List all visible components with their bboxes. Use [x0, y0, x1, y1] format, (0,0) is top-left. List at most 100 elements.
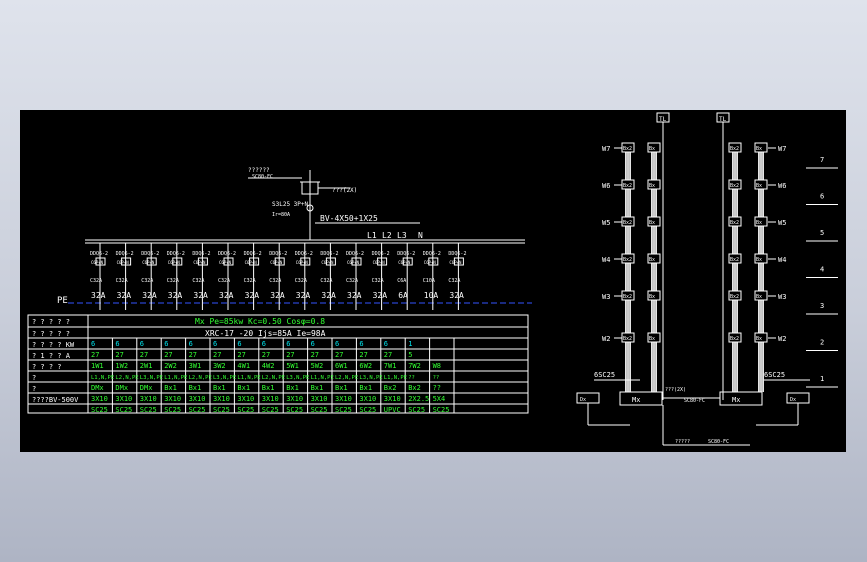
table-cell-kw: 6	[237, 340, 241, 348]
breaker-box	[172, 257, 183, 266]
floor-box-label: Bx2	[730, 220, 739, 226]
table-cell-loop: 7W1	[384, 362, 397, 370]
breaker-box	[428, 257, 439, 266]
mid-label: ???(2X)	[665, 387, 686, 393]
floor-box-label: Bx	[756, 294, 762, 300]
phase-label-l2: L2	[382, 231, 392, 240]
outgoing-model: C32A	[372, 278, 384, 284]
table-cell-wire: 3X10	[140, 395, 157, 403]
table-cell-phase: L2,N,PE	[115, 375, 138, 381]
table-cell-box: Bx1	[359, 384, 372, 392]
breaker-sub: C6P+N	[142, 260, 155, 265]
outgoing-model: C32A	[218, 278, 230, 284]
breaker-sub: C6P+N	[321, 260, 334, 265]
side-box-left-label: Dx	[580, 397, 586, 403]
outgoing-model: C32A	[320, 278, 332, 284]
breaker-model: DDQ6-2	[192, 251, 210, 257]
table-cell-phase: ??	[408, 375, 415, 381]
breaker-model: DDQ6-2	[397, 251, 415, 257]
table-cell-wire: 3X10	[91, 395, 108, 403]
table-cell-loop: 3W1	[189, 362, 202, 370]
outgoing-model: C32A	[116, 278, 128, 284]
table-cell-wire: 3X10	[262, 395, 279, 403]
riser-top-label: TL	[719, 116, 727, 123]
table-cell-phase: L1,N,PE	[311, 375, 334, 381]
table-cell-pipe: SC25	[115, 406, 132, 414]
meter-label: ??????	[248, 167, 270, 174]
outgoing-rating: 32A	[245, 291, 260, 300]
floor-number: 3	[820, 302, 824, 310]
outgoing-rating: 32A	[117, 291, 132, 300]
mx-box-left	[619, 391, 663, 406]
table-cell-amps: 27	[262, 351, 270, 359]
outgoing-model: C32A	[295, 278, 307, 284]
breaker-box	[300, 257, 311, 266]
floor-name-left: W6	[602, 182, 610, 190]
mx-label-left: Mx	[632, 396, 640, 404]
breaker-sub: C6P+N	[193, 260, 206, 265]
row-header: ?	[32, 374, 36, 382]
table-cell-box: Bx1	[189, 384, 202, 392]
breaker-box	[351, 257, 362, 266]
main-breaker: S3L25 3P+N	[272, 201, 309, 208]
table-cell-pipe: SC25	[237, 406, 254, 414]
table-cell-box: Bx1	[237, 384, 250, 392]
row-header: ? ? ? ?	[32, 363, 62, 371]
table-cell-kw: 6	[384, 340, 388, 348]
table-cell-loop: 4W1	[237, 362, 250, 370]
table-cell-phase: L2,N,PE	[262, 375, 285, 381]
floor-box	[754, 179, 768, 190]
table-cell-box: Bx2	[384, 384, 397, 392]
table-cell-loop: 5W2	[311, 362, 324, 370]
table-cell-wire: 3X10	[335, 395, 352, 403]
schematic-lines	[85, 170, 525, 244]
floor-number: 6	[820, 193, 824, 201]
table-cell-amps: 27	[237, 351, 245, 359]
table-cell-amps: 27	[359, 351, 367, 359]
floor-box	[754, 142, 768, 153]
table-cell-kw: 6	[91, 340, 95, 348]
breaker-sub: C6P+N	[296, 260, 309, 265]
table-outline	[27, 314, 529, 414]
outgoing-rating: 32A	[219, 291, 234, 300]
breaker-box	[249, 257, 260, 266]
table-cell-loop: W8	[433, 362, 441, 370]
table-cell-kw: 6	[189, 340, 193, 348]
table-cell-loop: 6W1	[335, 362, 348, 370]
outgoing-model: C32A	[244, 278, 256, 284]
table-cell-pipe: SC25	[140, 406, 157, 414]
floor-box	[728, 332, 742, 343]
floor-box	[754, 290, 768, 301]
row-header: ?	[32, 385, 36, 393]
floor-box	[728, 253, 742, 264]
breaker-sub: C6P+N	[373, 260, 386, 265]
table-cell-kw: 6	[311, 340, 315, 348]
breaker-box	[121, 257, 132, 266]
row-header: ? 1 ? ? A	[32, 352, 71, 360]
breaker-box	[325, 257, 336, 266]
table-cell-pipe: SC25	[189, 406, 206, 414]
floor-box-label: Bx	[649, 336, 655, 342]
table-cell-wire: 2X2.5	[408, 395, 429, 403]
table-cell-box: DMx	[140, 384, 153, 392]
table-cell-box: Bx1	[286, 384, 299, 392]
table-cell-pipe: SC25	[286, 406, 303, 414]
breaker-model: DDQ6-2	[116, 251, 134, 257]
cad-drawing-canvas[interactable]: ? ? ? ? ?? ? ? ? ?? ? ? ? KW? 1 ? ? A? ?…	[20, 110, 846, 452]
table-cell-phase: L2,N,PE	[189, 375, 212, 381]
table-cell-amps: 27	[286, 351, 294, 359]
floor-box-label: Bx2	[623, 146, 632, 152]
breaker-model: DDQ6-2	[320, 251, 338, 257]
table-cell-pipe: SC25	[433, 406, 450, 414]
row-header: ? ? ? ? ?	[32, 330, 70, 338]
table-cell-wire: 3X10	[213, 395, 230, 403]
outgoing-rating: 32A	[347, 291, 362, 300]
table-cell-loop: 2W2	[164, 362, 177, 370]
row-header: ? ? ? ? ?	[32, 318, 70, 326]
table-cell-kw: 6	[213, 340, 217, 348]
table-cell-phase: L3,N,PE	[140, 375, 163, 381]
table-cell-phase: L1,N,PE	[91, 375, 114, 381]
table-cell-box: Bx1	[311, 384, 324, 392]
floor-name-right: W3	[778, 293, 786, 301]
